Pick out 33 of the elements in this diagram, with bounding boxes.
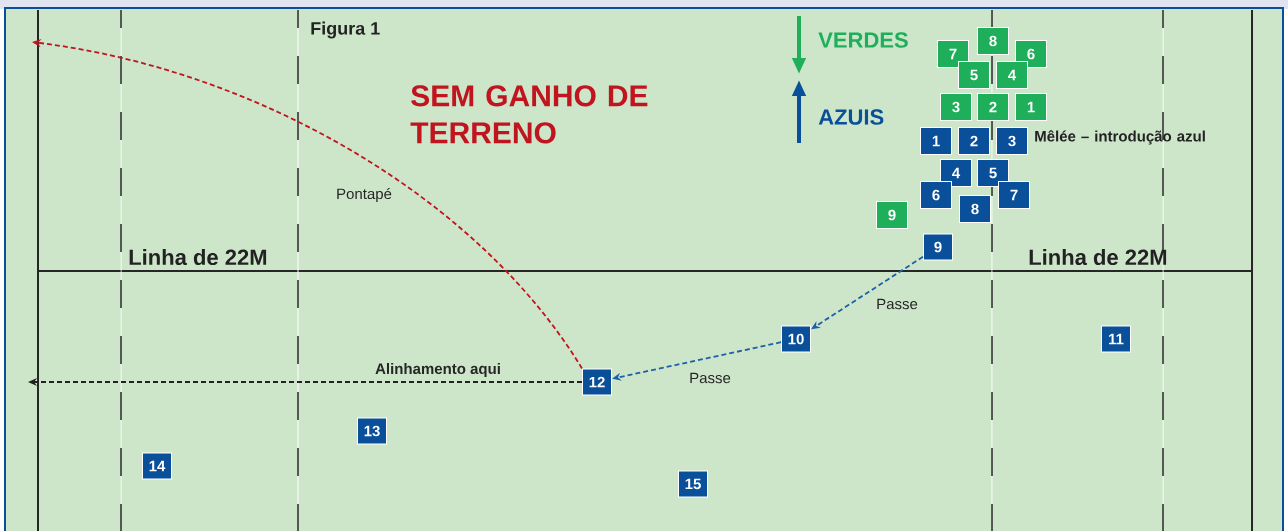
player-box: 11 (1101, 325, 1131, 353)
player-box: 5 (958, 61, 990, 89)
arrow (811, 255, 924, 330)
note-text: Mêlée – introdução azul (1035, 130, 1205, 145)
label-text: Figura 1 (311, 21, 380, 39)
heading: SEM GANHO DE TERRENO (410, 85, 648, 144)
line-label: Linha de 22M (129, 248, 267, 266)
player-box: 9 (876, 201, 908, 229)
player-box: 3 (996, 127, 1028, 155)
player-box: 5 (977, 159, 1009, 187)
player-box: 7 (937, 40, 969, 68)
edge-label: Alinhamento aqui (374, 362, 502, 378)
player-box: 4 (940, 159, 972, 187)
player-box: 2 (977, 93, 1009, 121)
player-box: 6 (920, 181, 952, 209)
line-label: Linha de 22M (1029, 248, 1167, 266)
player-box: 13 (357, 417, 387, 445)
player-box: 2 (958, 127, 990, 155)
team-label: VERDES (818, 32, 908, 48)
player-box: 4 (996, 61, 1028, 89)
player-box: 7 (998, 181, 1030, 209)
player-box: 3 (940, 93, 972, 121)
player-box: 1 (1015, 93, 1047, 121)
player-box: 6 (1015, 40, 1047, 68)
player-box: 9 (923, 233, 953, 261)
player-box: 8 (959, 195, 991, 223)
player-box: 8 (977, 27, 1009, 55)
player-box: 14 (142, 452, 172, 480)
team-label: AZUIS (818, 109, 884, 125)
player-box: 1 (920, 127, 952, 155)
player-box: 15 (678, 470, 708, 498)
player-box: 10 (781, 325, 811, 353)
player-box: 12 (582, 368, 612, 396)
